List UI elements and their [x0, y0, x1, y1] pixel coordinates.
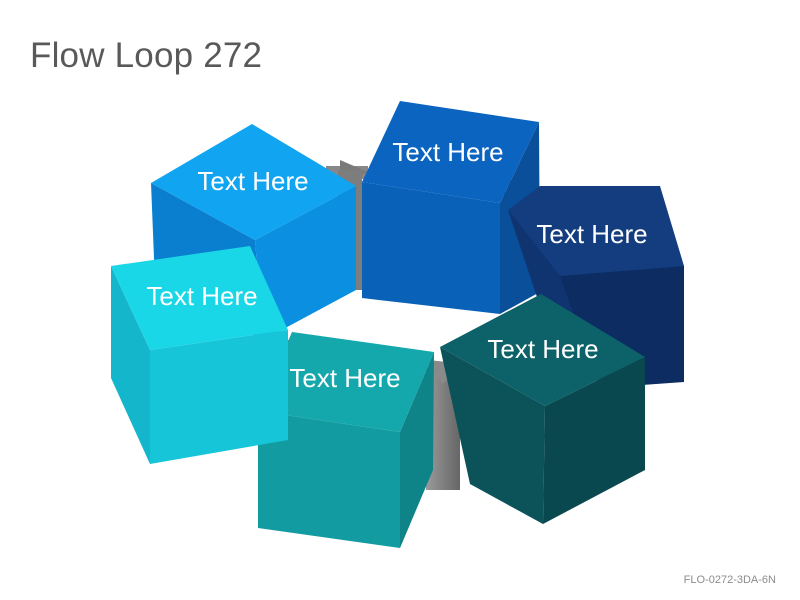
cube-label-4: Text Here: [487, 334, 598, 364]
cube-label-1: Text Here: [197, 166, 308, 196]
page-title: Flow Loop 272: [30, 36, 263, 75]
cube-label-5: Text Here: [289, 363, 400, 393]
cube-6: Text Here: [111, 246, 288, 464]
cube-5: Text Here: [258, 332, 434, 548]
cube-label-6: Text Here: [146, 281, 257, 311]
cube-2: Text Here: [362, 101, 540, 314]
slide-code: FLO-0272-3DA-6N: [683, 574, 776, 586]
cube-label-2: Text Here: [392, 137, 503, 167]
cube-label-3: Text Here: [536, 219, 647, 249]
cube-4: Text Here: [440, 294, 645, 524]
